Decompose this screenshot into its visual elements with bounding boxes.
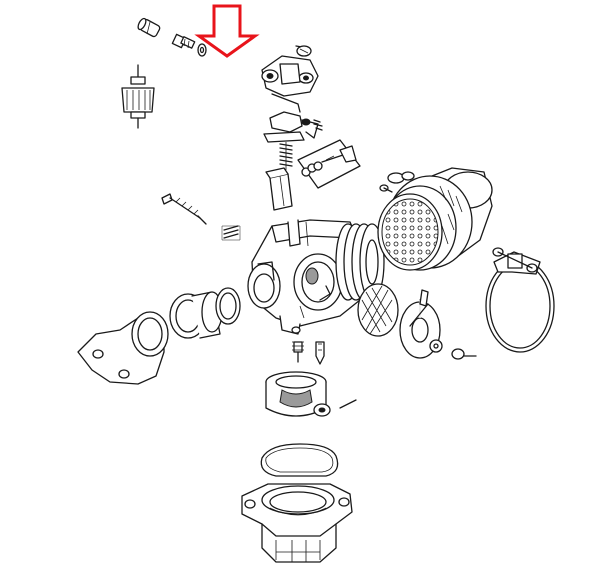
banjo-bolt [171,33,196,49]
float-bowl [265,371,331,417]
fuel-hose [210,56,238,84]
washer [197,43,207,57]
choke-spring [279,142,293,170]
o-ring [215,287,241,325]
air-deflector [399,289,441,359]
choke-disk [357,283,399,337]
float-chamber-housing [241,483,353,563]
jet-needle [315,341,325,365]
hose-clamp [485,247,555,353]
mounting-screw [451,348,477,360]
intake-manifold [77,311,169,385]
choke-lever-assembly [263,111,323,170]
jet-assembly-panel [297,139,361,189]
float-bowl-cover [261,45,319,113]
idle-adjust-screw [161,193,207,225]
bowl-gasket [260,443,339,477]
fuel-filter [121,64,155,129]
main-jet [292,341,304,363]
filter-screw [379,184,393,193]
float [265,167,293,211]
bowl-pin [339,399,357,409]
idle-screw-spring [221,225,241,241]
air-filter [377,167,493,271]
fuel-inlet-fitting [137,17,161,38]
filter-mesh [381,198,439,266]
throttle-rings [335,223,385,301]
intake-spacer [169,291,223,339]
washer-lower [429,339,443,353]
highlight-arrow [194,4,260,58]
carburetor-body [247,219,361,335]
